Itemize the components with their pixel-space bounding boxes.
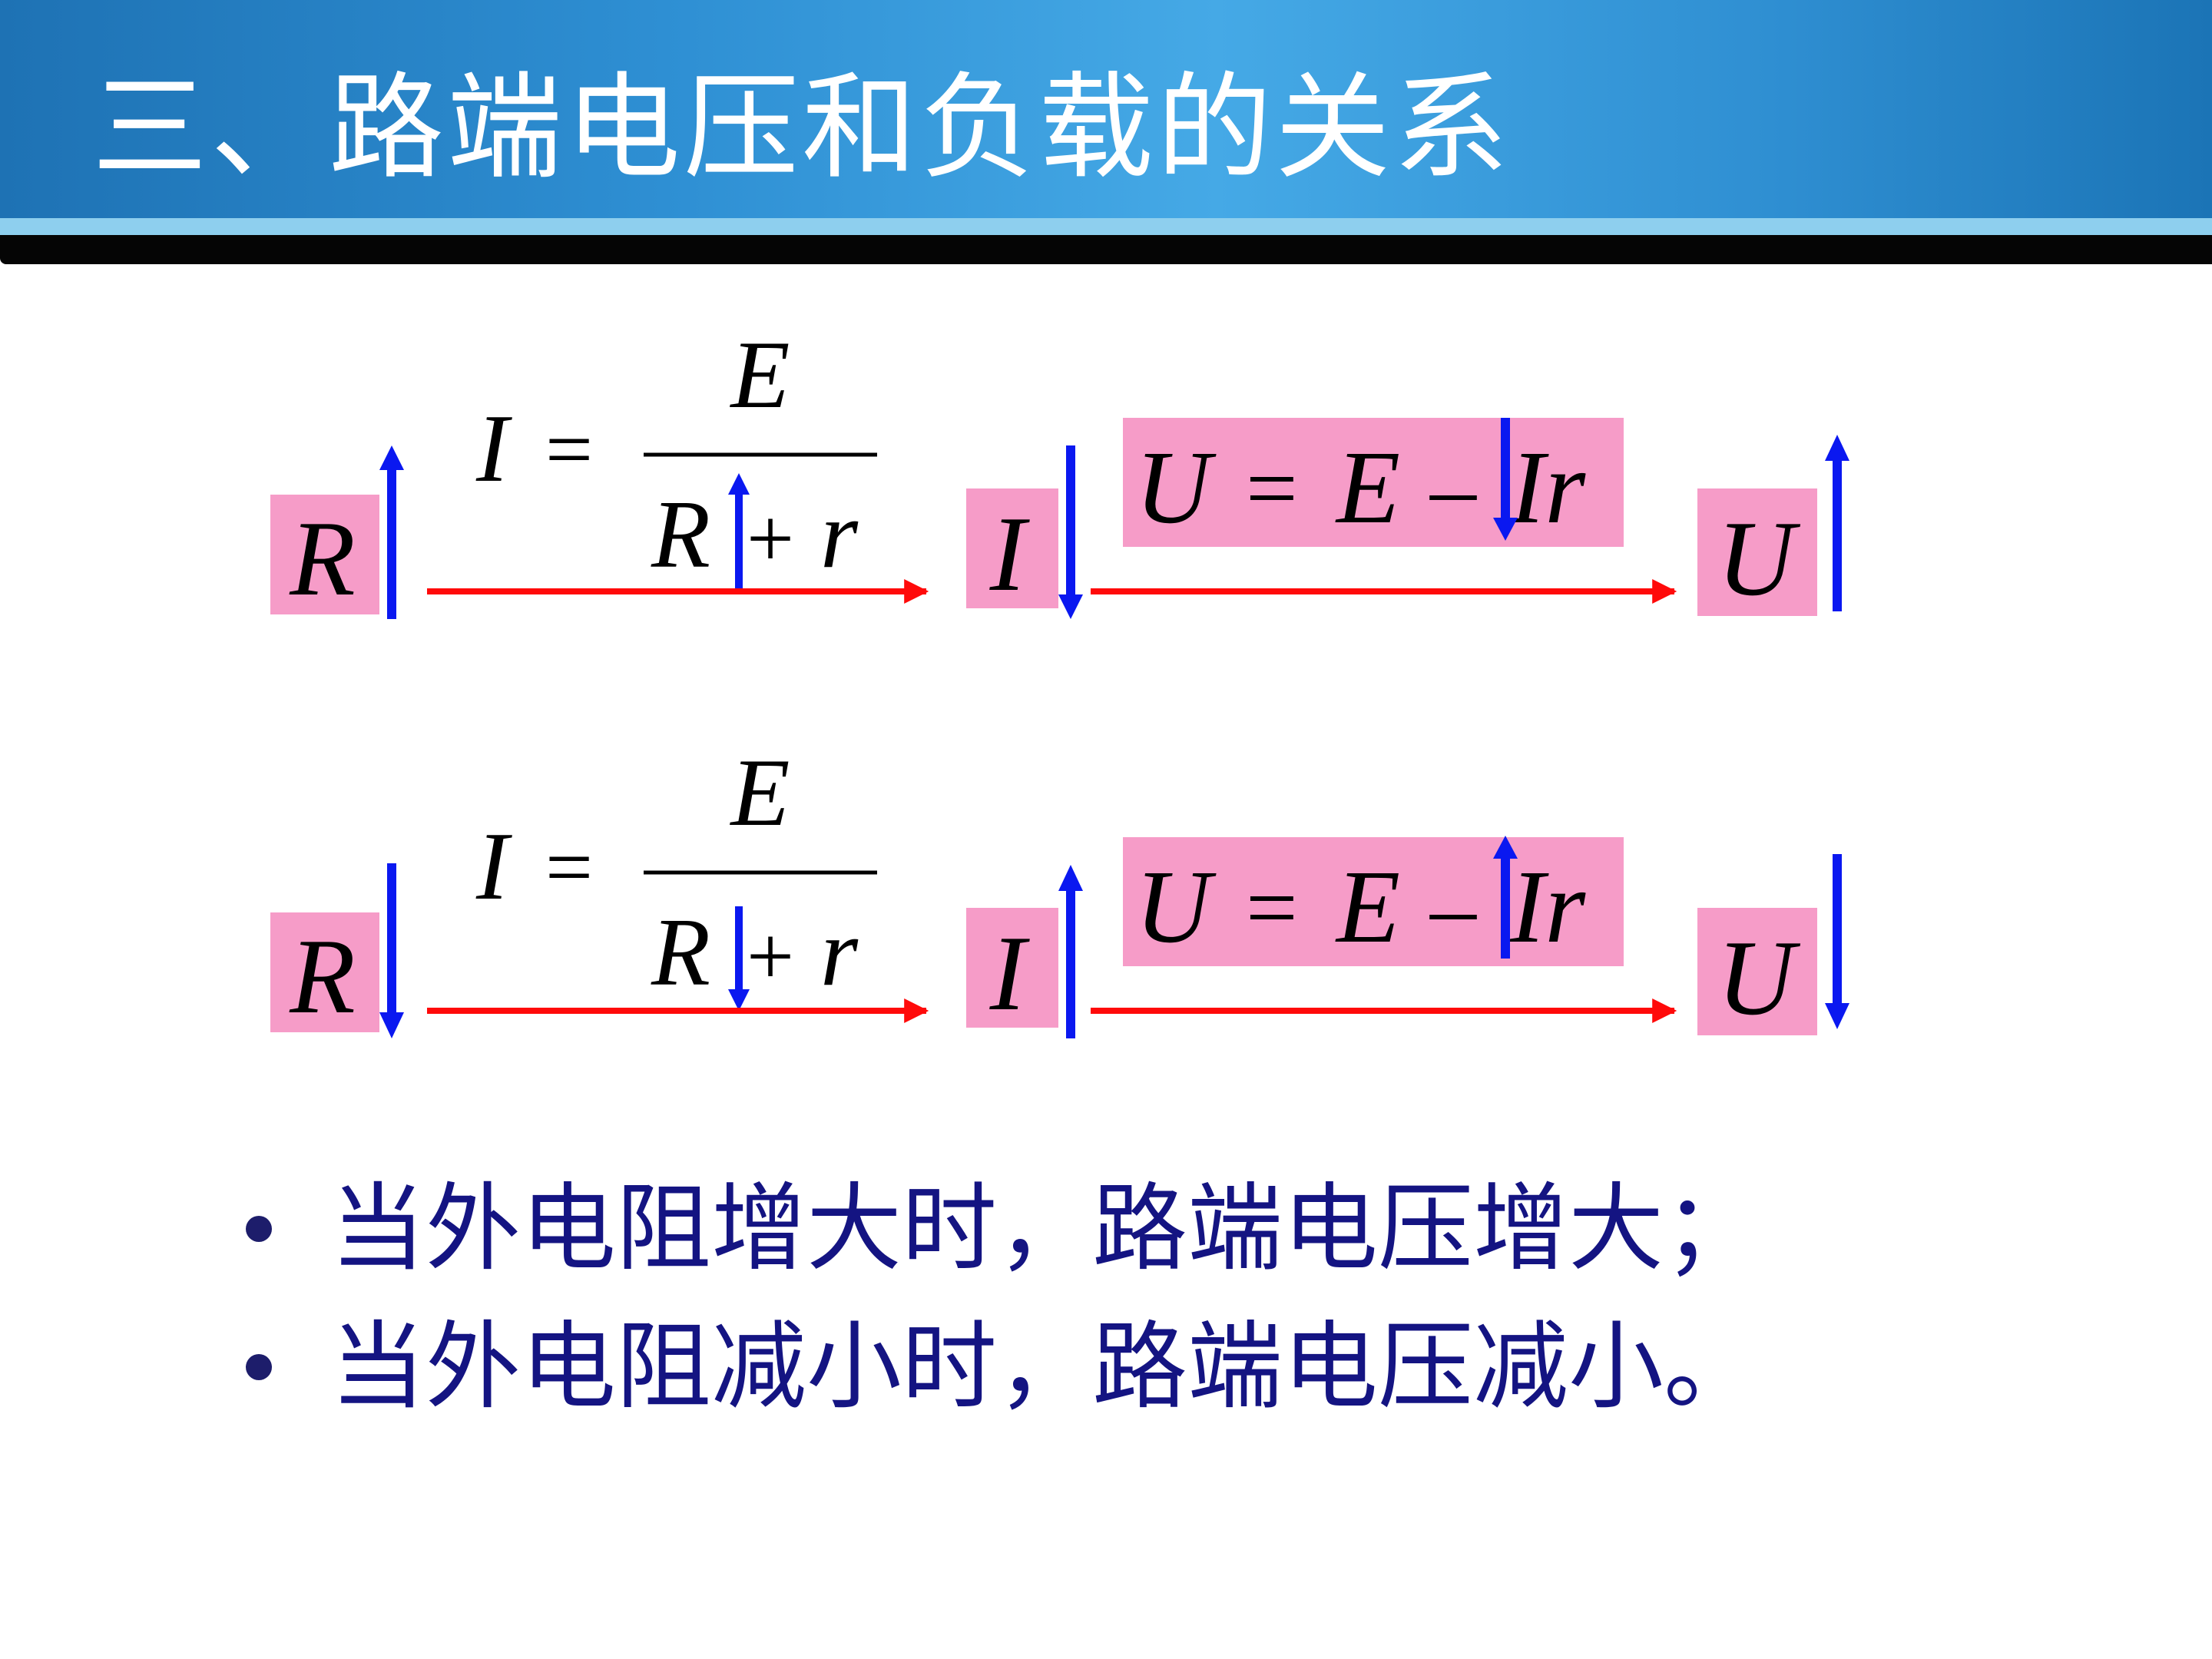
list-item: 当外电阻减小时，路端电压减小。	[246, 1298, 1759, 1436]
u-down-arrow	[1825, 854, 1849, 1029]
slide-title: 三、路端电压和负载的关系	[92, 61, 1512, 195]
u-formula-ir: Ir	[1509, 430, 1586, 545]
row-2: R I = E R + r I U = E – Ir	[270, 740, 1849, 1038]
ir-up-arrow	[1493, 836, 1518, 959]
u-highlight	[1697, 488, 1817, 616]
i-up-arrow	[1058, 865, 1083, 1038]
u-highlight	[1697, 908, 1817, 1035]
formula-lhs: I	[475, 813, 512, 920]
u-formula-minus: –	[1429, 437, 1477, 539]
denominator-r: R	[651, 482, 710, 588]
denominator-plus: +	[747, 492, 794, 585]
u-formula-eq: =	[1246, 437, 1298, 539]
formula-numerator: E	[730, 322, 790, 429]
i-label: I	[989, 914, 1031, 1033]
denominator-plus: +	[747, 909, 794, 1003]
title-bar	[0, 0, 2212, 223]
ir-down-arrow	[1493, 418, 1518, 541]
row-1: R I = E R + r I U = E – Ir	[270, 322, 1849, 619]
i-label: I	[989, 495, 1031, 614]
u-formula-ir: Ir	[1509, 849, 1586, 965]
title-underline	[0, 235, 2212, 264]
u-label: U	[1717, 499, 1800, 618]
formula-eq: =	[545, 402, 593, 496]
denominator-up-arrow	[728, 473, 750, 591]
u-up-arrow	[1825, 435, 1849, 611]
denominator-down-arrow	[728, 906, 750, 1011]
u-formula-highlight	[1123, 837, 1624, 966]
u-formula-e: E	[1335, 849, 1400, 965]
denominator-small-r: r	[820, 899, 859, 1006]
r-label: R	[289, 917, 356, 1036]
i-highlight	[966, 488, 1058, 608]
formula-lhs: I	[475, 396, 512, 502]
r-label: R	[289, 499, 356, 618]
bullet-dot-icon	[246, 1354, 272, 1380]
u-formula-e: E	[1335, 430, 1400, 545]
denominator-small-r: r	[820, 482, 859, 588]
bullet-text: 当外电阻减小时，路端电压减小。	[330, 1312, 1760, 1422]
list-item: 当外电阻增大时，路端电压增大；	[246, 1160, 1759, 1298]
r-down-arrow	[379, 863, 404, 1038]
bullet-text: 当外电阻增大时，路端电压增大；	[330, 1174, 1760, 1284]
u-formula-highlight	[1123, 418, 1624, 547]
u-label: U	[1717, 919, 1800, 1038]
bullet-dot-icon	[246, 1216, 272, 1242]
u-formula-minus: –	[1429, 856, 1477, 959]
r-highlight	[270, 912, 379, 1032]
denominator-r: R	[651, 899, 710, 1006]
r-up-arrow	[379, 445, 404, 619]
title-bar-stripe	[0, 218, 2212, 235]
u-formula-eq: =	[1246, 856, 1298, 959]
u-formula-u: U	[1135, 849, 1217, 965]
formula-numerator: E	[730, 740, 790, 846]
r-highlight	[270, 495, 379, 614]
formula-eq: =	[545, 820, 593, 914]
i-highlight	[966, 908, 1058, 1028]
conclusion-list: 当外电阻增大时，路端电压增大； 当外电阻减小时，路端电压减小。	[246, 1160, 1759, 1436]
i-down-arrow	[1058, 445, 1083, 619]
u-formula-u: U	[1135, 430, 1217, 545]
